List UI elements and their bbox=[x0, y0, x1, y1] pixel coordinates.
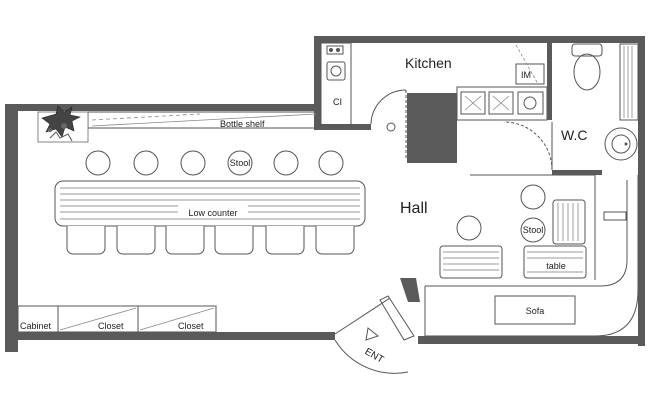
sofa-label: Sofa bbox=[526, 306, 545, 316]
stool bbox=[227, 150, 253, 176]
ci-label: CI bbox=[333, 97, 342, 107]
table-label: table bbox=[546, 261, 566, 271]
stool bbox=[133, 150, 159, 176]
kitchen: CI Kitchen IM bbox=[320, 42, 548, 158]
stool-label: Stool bbox=[523, 225, 544, 235]
lounge-area: Stool table So bbox=[424, 174, 639, 337]
plant-icon bbox=[37, 105, 89, 143]
im-label: IM bbox=[521, 70, 531, 80]
stool bbox=[456, 215, 482, 241]
stool-label: Stool bbox=[230, 158, 251, 168]
walls bbox=[5, 36, 645, 352]
wc: W.C bbox=[503, 43, 639, 171]
kitchen-label: Kitchen bbox=[405, 55, 452, 71]
stool-row: Stool bbox=[85, 150, 344, 176]
stool bbox=[273, 150, 299, 176]
bottle-shelf: Bottle shelf bbox=[87, 111, 319, 129]
entrance-door: ENT bbox=[334, 295, 415, 374]
entrance-label: ENT bbox=[363, 346, 386, 366]
cabinet-label: Cabinet bbox=[20, 321, 52, 331]
low-counter: Low counter bbox=[54, 180, 366, 227]
bottle-shelf-label: Bottle shelf bbox=[220, 119, 265, 129]
stool bbox=[180, 150, 206, 176]
closet-label: Closet bbox=[178, 321, 204, 331]
hall-label: Hall bbox=[400, 200, 428, 217]
stool bbox=[520, 184, 546, 210]
wc-label: W.C bbox=[561, 127, 587, 143]
stool bbox=[85, 150, 111, 176]
low-counter-label: Low counter bbox=[188, 208, 237, 218]
stool bbox=[318, 150, 344, 176]
stool bbox=[520, 217, 546, 243]
closet-label: Closet bbox=[98, 321, 124, 331]
chair-row bbox=[66, 226, 355, 255]
storage-row: Cabinet Closet Closet bbox=[17, 305, 217, 333]
